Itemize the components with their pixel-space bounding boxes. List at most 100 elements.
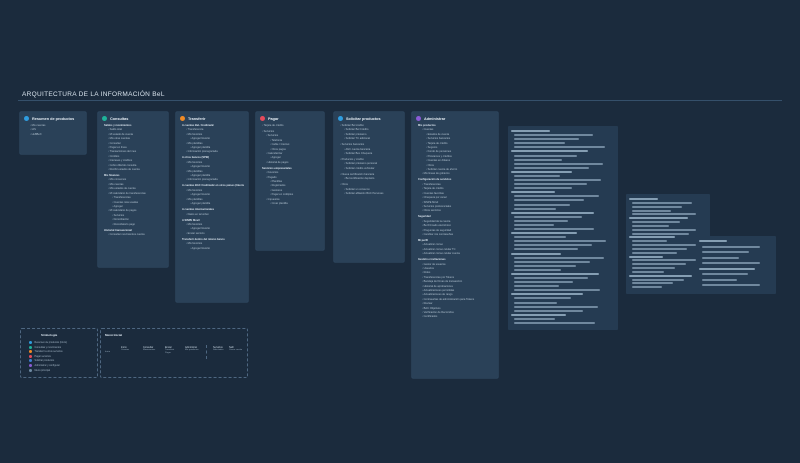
menu-item[interactable]: • Agregar plantilla: [182, 146, 244, 150]
menu-item[interactable]: Saldos y movimientos: [104, 124, 164, 128]
menu-item[interactable]: • Mis favoritos: [182, 161, 244, 165]
menu-item[interactable]: • Actualizaciones permitidas: [418, 289, 494, 293]
menu-item[interactable]: • Revisar: [418, 302, 494, 306]
menu-item[interactable]: • Favoritos: [262, 171, 320, 175]
menu-item[interactable]: A cuentas BeL Credimatic: [182, 124, 244, 128]
menu-item[interactable]: • Abrir cuenta bancaria: [340, 148, 400, 152]
menu-item[interactable]: • Solicitar cuenta de ahorro: [418, 168, 494, 172]
menu-item[interactable]: Servicios empresariales: [262, 167, 320, 171]
menu-item[interactable]: • Otros pagos: [262, 148, 320, 152]
menu-item[interactable]: • Solicitar afiliación BAC Personas: [340, 192, 400, 196]
menu-item[interactable]: • Verificación de Recorridos: [418, 311, 494, 315]
menu-item[interactable]: • Chequera por canal: [418, 196, 494, 200]
menu-item[interactable]: • Transferencias: [104, 196, 164, 200]
menu-item[interactable]: • Transferencia: [182, 128, 244, 132]
menu-item[interactable]: • Gestores: [262, 189, 320, 193]
menu-item[interactable]: • Crear plantilla: [262, 202, 320, 206]
menu-item[interactable]: • Impuestos: [262, 198, 320, 202]
menu-item[interactable]: Historial transaccional: [104, 229, 164, 233]
menu-item[interactable]: • Pagar en múltiples: [262, 193, 320, 197]
card-header[interactable]: Pagar: [256, 112, 324, 123]
menu-item[interactable]: • Servicios: [262, 130, 320, 134]
menu-item[interactable]: • Mis cuentas: [104, 183, 164, 187]
menu-item[interactable]: • Pagar en línea: [104, 146, 164, 150]
menu-item[interactable]: • Cable / Internet: [262, 143, 320, 147]
menu-item[interactable]: • Información prenegociada: [182, 150, 244, 154]
menu-item[interactable]: • Tarjeta de crédito: [418, 187, 494, 191]
card-pagar[interactable]: Pagar• Tarjeta de crédito• Servicios• Se…: [256, 112, 324, 250]
menu-item[interactable]: • Roles: [418, 271, 494, 275]
menu-item[interactable]: • Historial de aprobaciones: [418, 285, 494, 289]
menu-item[interactable]: • Registrados: [262, 184, 320, 188]
menu-item[interactable]: Mis productos: [418, 124, 494, 128]
menu-item[interactable]: • Otros: [340, 183, 400, 187]
menu-item[interactable]: • Agregar plantilla: [182, 174, 244, 178]
menu-item[interactable]: • Agregar favorito: [182, 227, 244, 231]
menu-item[interactable]: • Telefonía: [262, 139, 320, 143]
menu-item[interactable]: • Cuentas favoritas: [418, 192, 494, 196]
menu-item[interactable]: • Solicitar préstamo personal: [340, 162, 400, 166]
menu-item[interactable]: • Recibir estados de cuenta: [104, 168, 164, 172]
card-header[interactable]: Solicitar productos: [334, 112, 404, 123]
card-header[interactable]: Administrar: [412, 112, 498, 123]
menu-item[interactable]: • Solicitar TC adicional: [340, 137, 400, 141]
menu-item[interactable]: • Actualizaciones de rango: [418, 293, 494, 297]
menu-item[interactable]: Configuración de servicios: [418, 178, 494, 182]
menu-item[interactable]: A cuentas BAC Credimatic en otros países…: [182, 184, 244, 188]
menu-item[interactable]: • Servicios: [262, 134, 320, 138]
menu-item[interactable]: Mis finanzas: [104, 174, 164, 178]
menu-item[interactable]: • Mis cuentas: [26, 124, 82, 128]
menu-item[interactable]: • Servicios preferenciales: [418, 205, 494, 209]
menu-item[interactable]: • Mi estado de cuenta: [104, 133, 164, 137]
menu-item[interactable]: • Mi calendario de transferencias: [104, 192, 164, 196]
menu-item[interactable]: • Agregar favorito: [182, 193, 244, 197]
menu-item[interactable]: • Mis favoritos: [182, 133, 244, 137]
menu-item[interactable]: • HuBBoX: [26, 133, 82, 137]
menu-item[interactable]: • Gestor de usuarios: [418, 263, 494, 267]
menu-item[interactable]: • Productos y crédito: [340, 158, 400, 162]
menu-item[interactable]: • Seguros: [418, 146, 494, 150]
menu-item[interactable]: • Agregar plantilla: [182, 202, 244, 206]
menu-item[interactable]: • Usuarios: [418, 267, 494, 271]
menu-item[interactable]: • Recordatorio pago: [104, 223, 164, 227]
menu-item[interactable]: Transferir dentro del mismo banco: [182, 238, 244, 242]
menu-item[interactable]: • Fondo de pensiones: [418, 150, 494, 154]
menu-item[interactable]: • Cuentas más usadas: [104, 201, 164, 205]
menu-item[interactable]: • Agregar: [104, 205, 164, 209]
menu-item[interactable]: • Bel certificación depósito: [340, 177, 400, 181]
menu-item[interactable]: • Solicitar Bel crédito: [340, 124, 400, 128]
menu-item[interactable]: • Actualizar correo: [418, 243, 494, 247]
menu-item[interactable]: • Mis plantillas: [182, 170, 244, 174]
menu-item[interactable]: • Solicitar Bel Crédito: [340, 128, 400, 132]
menu-item[interactable]: • Agregar favorito: [182, 165, 244, 169]
menu-item[interactable]: A SINPE Movil: [182, 219, 244, 223]
menu-item[interactable]: • Solicitar crédito vehicular: [340, 167, 400, 171]
menu-item[interactable]: • Cobro diferido consulta: [104, 164, 164, 168]
menu-item[interactable]: • Otros: [418, 164, 494, 168]
menu-item[interactable]: A cuentas internacionales: [182, 208, 244, 212]
menu-item[interactable]: • Intereses y créditos: [104, 159, 164, 163]
menu-item[interactable]: • Mis plantillas: [182, 142, 244, 146]
menu-item[interactable]: • Mis estados de cuenta: [104, 187, 164, 191]
menu-item[interactable]: • Servicios: [104, 214, 164, 218]
menu-item[interactable]: • Agregar favorito: [182, 247, 244, 251]
menu-item[interactable]: • Mis favoritos: [182, 223, 244, 227]
menu-item[interactable]: • Consultar movimientos cuenta: [104, 233, 164, 237]
menu-item[interactable]: • Solicitar un consumo: [340, 188, 400, 192]
menu-item[interactable]: • Enviar servicio: [182, 232, 244, 236]
menu-item[interactable]: • Mis plantillas: [182, 198, 244, 202]
menu-item[interactable]: • Mis consumos: [104, 178, 164, 182]
menu-item[interactable]: • Servicios bancarios: [340, 143, 400, 147]
menu-item[interactable]: • Mis otras cuentas: [104, 137, 164, 141]
menu-item[interactable]: A otros bancos (SPEI): [182, 156, 244, 160]
menu-item[interactable]: • SINPE Móvil: [418, 201, 494, 205]
card-solicitar[interactable]: Solicitar productos• Solicitar Bel crédi…: [334, 112, 404, 262]
menu-item[interactable]: • Estados de cuenta: [418, 133, 494, 137]
